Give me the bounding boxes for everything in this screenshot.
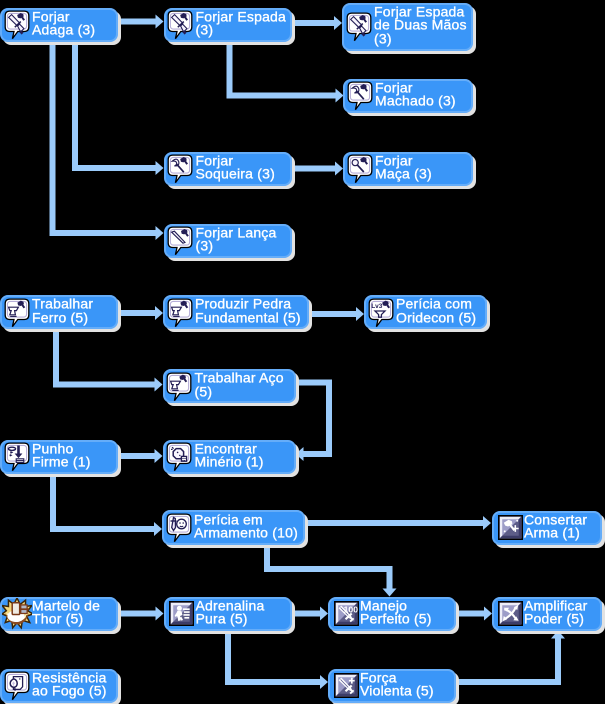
svg-text:100: 100 bbox=[343, 604, 358, 614]
svg-text:Lv3: Lv3 bbox=[371, 302, 383, 309]
